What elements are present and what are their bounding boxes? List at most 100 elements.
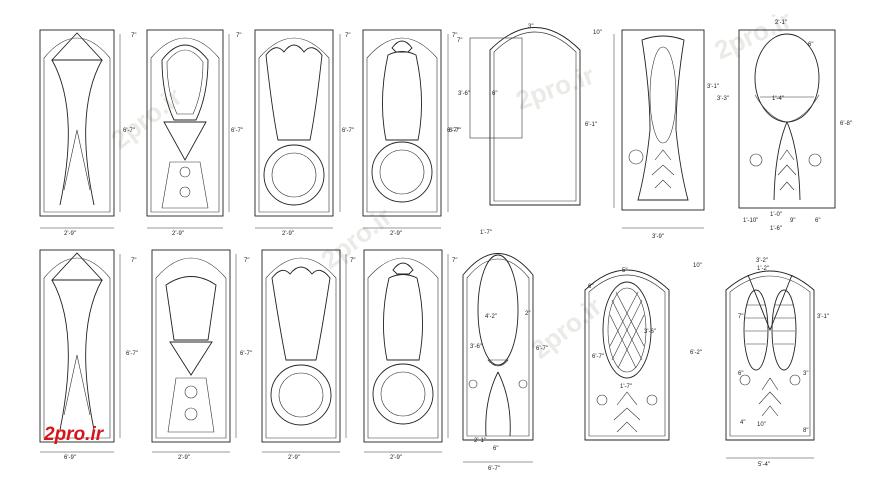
dim-height: 6'-7" — [592, 354, 604, 360]
dim-top: 7" — [236, 33, 241, 39]
door-elevation-a7: 2'-1" 6" 1'-4" 6'-8" 1'-10" 1'-0" 9" 1'-… — [738, 20, 852, 232]
arched-panel — [43, 37, 111, 213]
lower-circle-2 — [184, 407, 198, 421]
watermark-text: 2pro.ir — [105, 81, 187, 154]
oval-sweep — [754, 94, 820, 123]
arched-door-inner — [588, 274, 666, 437]
arched-panel — [43, 257, 111, 439]
dim-bottom-3: 9" — [790, 218, 795, 224]
door-frame — [254, 29, 334, 217]
dim-width: 2'-9" — [390, 231, 402, 237]
inverted-triangle — [169, 341, 213, 376]
dim-width: 2'-9" — [288, 455, 300, 461]
large-circle — [270, 364, 332, 426]
knob-right — [646, 394, 658, 406]
finial — [391, 40, 413, 53]
arched-door-inner — [466, 258, 530, 437]
vase-outline — [637, 35, 689, 201]
dim-inner: 3'-6" — [644, 329, 656, 335]
dim-top: 7" — [131, 33, 136, 39]
dim-label-7: 10" — [757, 422, 766, 428]
leaf-motif — [777, 149, 797, 191]
dim-label-2: 1'-2" — [757, 266, 769, 272]
vase-shape — [265, 44, 323, 141]
vase-shape — [383, 274, 423, 361]
lens-curve-right — [85, 59, 103, 206]
upper-bulb — [161, 44, 209, 121]
lower-circle-1 — [184, 385, 198, 399]
lattice-oval-inner — [607, 287, 647, 373]
dim-right-1: 3'-1" — [707, 84, 719, 90]
arched-panel — [367, 257, 439, 439]
dim-inner-mid: 6" — [492, 91, 497, 97]
arched-door — [462, 253, 534, 441]
large-circle-inner — [379, 149, 425, 195]
dim-small: 6" — [808, 42, 813, 48]
dim-top: 10" — [693, 263, 702, 269]
dim-width: 2'-9" — [390, 455, 402, 461]
knob-circle — [628, 149, 644, 165]
large-circle-inner — [271, 152, 317, 198]
knob-right — [518, 379, 528, 389]
knob-left — [739, 374, 751, 386]
stem — [485, 371, 511, 437]
leaf-motif — [758, 377, 782, 417]
dim-foot-mid: 6" — [493, 446, 498, 452]
dim-width: 6'-9" — [64, 455, 76, 461]
watermark-text: 2pro.ir — [512, 60, 598, 116]
inner-panel — [469, 37, 523, 139]
dim-top: 7" — [131, 258, 136, 264]
lower-circle-2 — [179, 186, 191, 198]
knob-right — [789, 374, 801, 386]
large-circle — [372, 363, 434, 425]
v-shape — [747, 274, 793, 332]
knob-left — [596, 394, 608, 406]
arched-door — [725, 270, 815, 441]
dim-width: 2'-9" — [282, 231, 294, 237]
door-frame — [39, 249, 115, 443]
knob-left — [468, 379, 478, 389]
dim-height: 6'-2" — [690, 350, 702, 356]
arched-door-inner — [729, 275, 811, 437]
door-elevation-b4: 7" 2'-9" — [363, 249, 457, 461]
dim-crown: 3" — [528, 24, 533, 30]
leaf-motif — [613, 391, 641, 433]
arched-panel — [155, 257, 227, 439]
door-elevation-b1: 7" 6'-7" 6'-9" — [39, 249, 138, 461]
dim-width: 2'-9" — [172, 231, 184, 237]
door-elevation-b3: 7" 2'-9" — [261, 249, 355, 461]
dim-bottom-1: 1'-10" — [743, 218, 758, 224]
arched-panel — [265, 257, 337, 439]
dim-foot: 2'-1" — [474, 438, 486, 444]
dim-width: 2'-9" — [64, 231, 76, 237]
dim-label-5: 6" — [738, 371, 743, 377]
door-frame — [146, 29, 224, 217]
door-elevation-b5: 1'-7" 4'-2" 2" 3'-6" 6'-7" 2'-1" 6" 6'-7… — [462, 230, 548, 472]
door-frame — [261, 249, 341, 443]
arched-door — [489, 27, 581, 206]
door-frame — [39, 29, 115, 217]
dim-top: 1'-7" — [480, 230, 492, 236]
dim-side: 2" — [525, 311, 530, 317]
dim-label-8: 8" — [803, 428, 808, 434]
dim-height: 6'-8" — [840, 121, 852, 127]
dim-label-1: 3'-2" — [756, 258, 768, 264]
arched-door-inner — [493, 31, 577, 202]
crown-triangle — [50, 32, 104, 61]
knob-right — [808, 153, 822, 167]
dim-height: 6'-7" — [240, 351, 252, 357]
upper-oval — [477, 254, 519, 366]
arched-door — [584, 269, 670, 441]
door-elevation-a6: 10" 6'-1" 3'-1" 3'-3" 3'-9" — [585, 29, 729, 240]
dim-height: 6'-7" — [123, 128, 135, 134]
dim-bottom-4: 1'-6" — [770, 226, 782, 232]
dim-inner-height: 3'-6" — [458, 91, 470, 97]
door-frame — [621, 29, 705, 211]
dim-top: 7" — [457, 38, 462, 44]
lattice-pattern — [609, 291, 645, 369]
large-circle-inner — [278, 372, 324, 418]
door-frame — [738, 29, 836, 209]
right-oval — [771, 289, 797, 371]
dim-top: 5" — [622, 268, 627, 274]
